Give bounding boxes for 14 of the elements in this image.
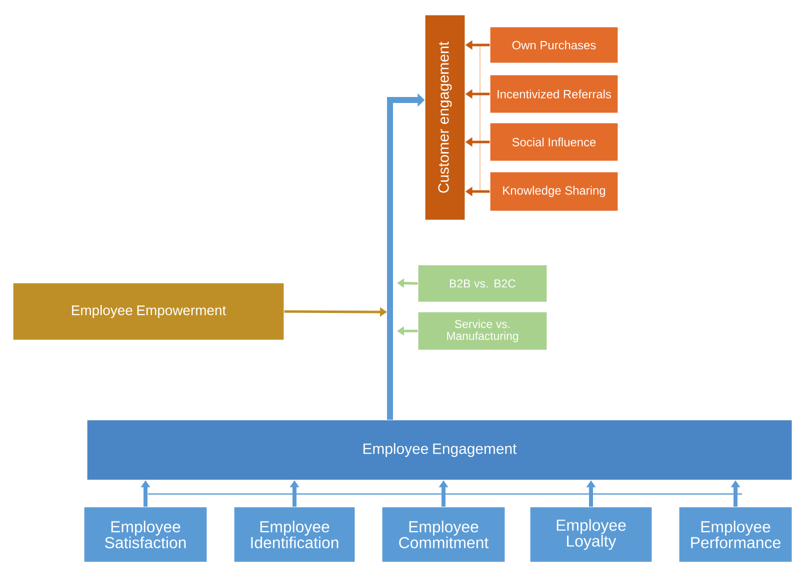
- text-box: Knowledge Sharing: [490, 172, 618, 212]
- banner-box: Employee Engagement: [86, 420, 792, 480]
- text-box: Employee Performance: [678, 506, 792, 562]
- text-box: Own Purchases: [490, 26, 618, 64]
- text-box: Incentivized Referrals: [490, 74, 618, 114]
- text-box: Employee Loyalty: [530, 506, 652, 562]
- text-box: Social Influence: [490, 122, 618, 162]
- text-box: Employee Satisfaction: [84, 506, 208, 562]
- text-box: Employee Identification: [234, 506, 356, 562]
- text-box: Service vs. Manufacturing: [418, 312, 548, 350]
- text-box: Employee Commitment: [382, 506, 506, 562]
- text-box: B2B vs. B2C: [418, 264, 548, 302]
- text-box: Employee Empowerment: [12, 282, 284, 340]
- rotated-box: Customer engagement: [424, 14, 466, 220]
